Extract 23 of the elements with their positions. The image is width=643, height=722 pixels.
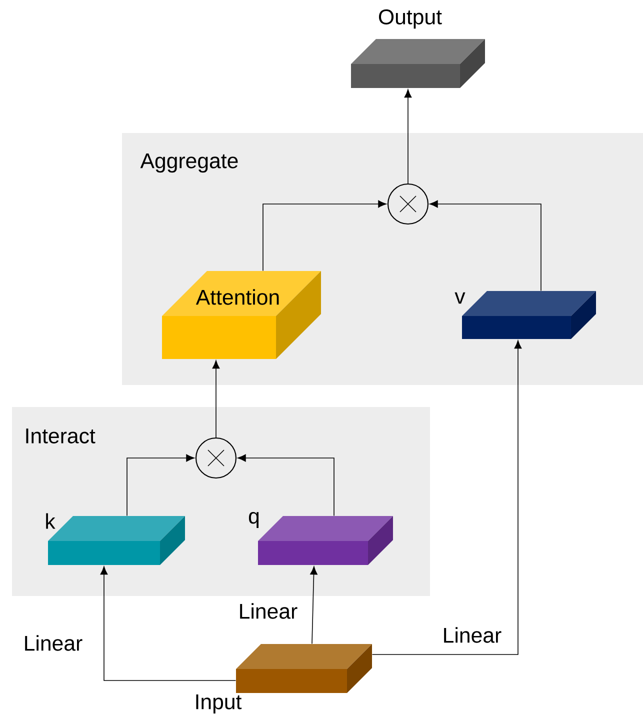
arrow	[212, 360, 220, 438]
cuboid: Input	[196, 644, 372, 714]
arrow	[126, 454, 194, 516]
cuboid: q	[248, 512, 393, 565]
arrow	[404, 89, 412, 184]
cuboid: Output	[351, 9, 485, 88]
edge-label: Linear	[22, 634, 84, 652]
cuboid: Attention	[162, 271, 321, 359]
multiply-circle	[195, 437, 237, 479]
arrow	[100, 566, 236, 681]
node-label: Input	[196, 694, 242, 714]
edge-label: Linear	[441, 626, 503, 644]
multiply-circle	[387, 183, 429, 225]
arrow	[262, 200, 386, 272]
cuboid: k	[46, 513, 185, 565]
cuboid: v	[454, 291, 596, 339]
node-label: q	[248, 512, 259, 528]
arrow	[238, 454, 334, 516]
arrow	[372, 340, 522, 655]
arrow	[430, 200, 542, 292]
node-label: Output	[378, 9, 442, 29]
edge-label: Linear	[237, 602, 299, 620]
arrow	[310, 566, 318, 644]
